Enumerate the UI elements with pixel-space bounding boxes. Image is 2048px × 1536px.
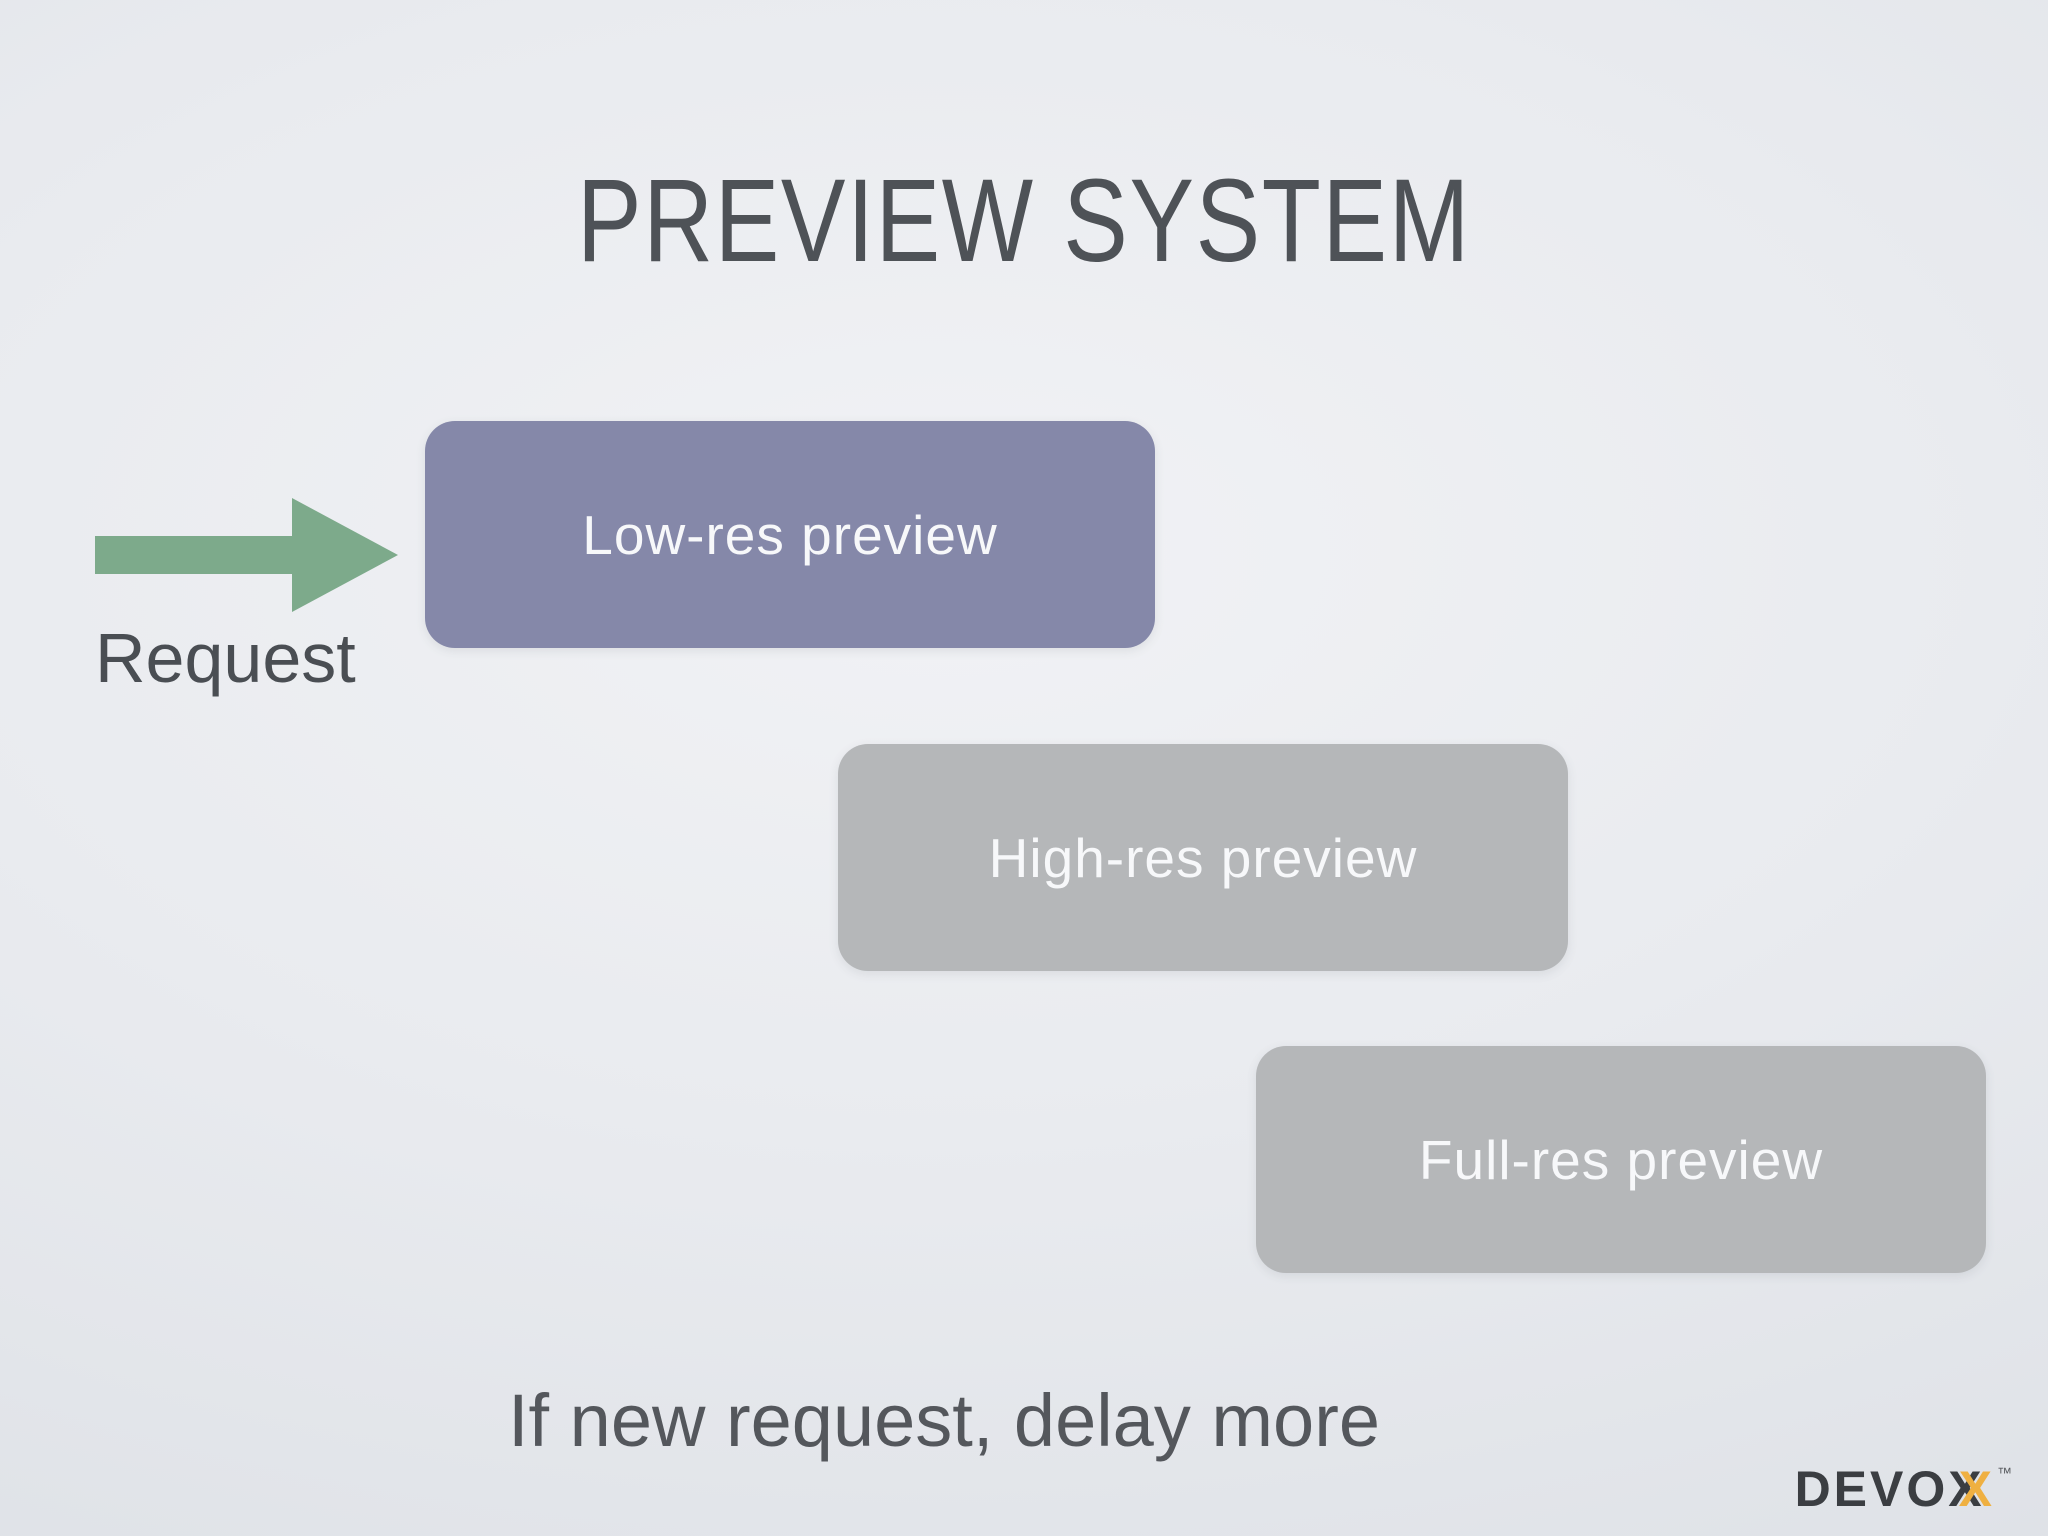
box-high-res-label: High-res preview [988,826,1418,889]
box-low-res-preview: Low-res preview [425,421,1155,648]
request-label: Request [95,619,356,697]
devoxx-logo: DEVOX X ™ [1795,1464,2012,1514]
logo-accent-x: X [1958,1461,1995,1517]
footnote: If new request, delay more [508,1379,1380,1462]
arrow-shaft [95,536,293,574]
arrow-head [292,498,398,612]
box-high-res-preview: High-res preview [838,744,1568,971]
slide-title: PREVIEW SYSTEM [577,155,1471,287]
box-full-res-label: Full-res preview [1418,1128,1824,1191]
box-low-res-label: Low-res preview [582,503,998,566]
logo-trademark: ™ [1997,1465,2012,1482]
logo-text-dark: DEVOX [1794,1461,1985,1517]
box-full-res-preview: Full-res preview [1256,1046,1986,1273]
